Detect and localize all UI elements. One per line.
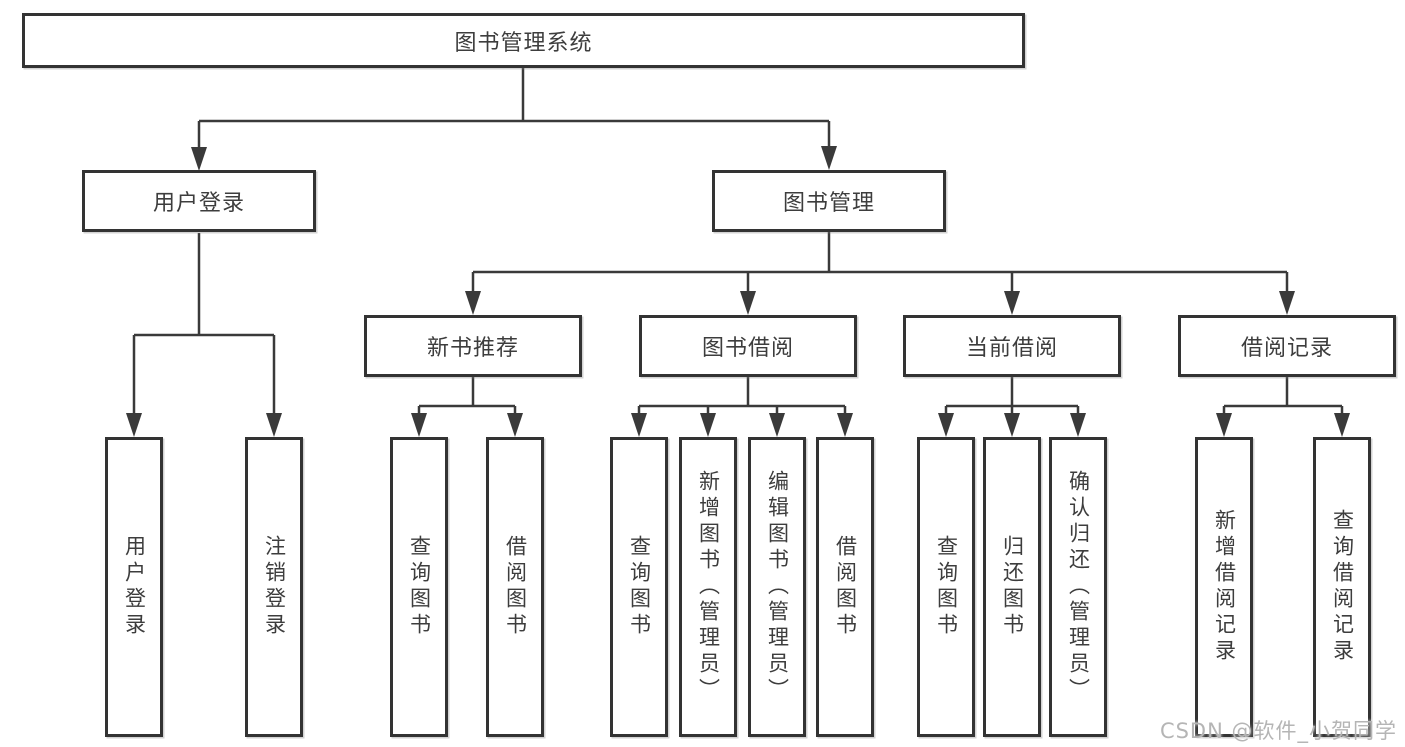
node-book-borrow: 图书借阅 (639, 315, 857, 377)
leaf-current-confirm-return-admin: 确认归还（管理员） (1049, 437, 1107, 737)
node-user-login: 用户登录 (82, 170, 316, 232)
leaf-records-add-record-label: 新增借阅记录 (1212, 509, 1237, 665)
node-root-label: 图书管理系统 (454, 30, 593, 56)
node-book-management: 图书管理 (712, 170, 946, 232)
leaf-borrow-add-books-admin: 新增图书（管理员） (679, 437, 737, 737)
leaf-current-query-books: 查询图书 (917, 437, 975, 737)
leaf-borrow-edit-books-admin: 编辑图书（管理员） (748, 437, 806, 737)
leaf-borrow-query-books-label: 查询图书 (627, 535, 652, 639)
leaf-borrow-query-books: 查询图书 (610, 437, 668, 737)
node-user-login-label: 用户登录 (152, 191, 245, 216)
leaf-user-login-label: 用户登录 (122, 535, 147, 639)
arrowheads (126, 146, 1350, 437)
leaf-current-query-books-label: 查询图书 (934, 535, 959, 639)
node-root: 图书管理系统 (22, 13, 1025, 68)
node-book-borrow-label: 图书借阅 (701, 336, 794, 361)
leaf-logout: 注销登录 (245, 437, 303, 737)
node-current-borrow-label: 当前借阅 (965, 336, 1058, 361)
leaf-current-return-books-label: 归还图书 (1000, 535, 1025, 639)
node-borrow-records-label: 借阅记录 (1240, 336, 1333, 361)
leaf-borrow-add-books-admin-label: 新增图书（管理员） (696, 470, 721, 704)
leaf-recommend-query-books: 查询图书 (390, 437, 448, 737)
leaf-records-query-record-label: 查询借阅记录 (1330, 509, 1355, 665)
node-new-book-recommend: 新书推荐 (364, 315, 582, 377)
leaf-records-query-record: 查询借阅记录 (1313, 437, 1371, 737)
node-borrow-records: 借阅记录 (1178, 315, 1396, 377)
leaf-records-add-record: 新增借阅记录 (1195, 437, 1253, 737)
leaf-borrow-borrow-books-label: 借阅图书 (833, 535, 858, 639)
leaf-borrow-edit-books-admin-label: 编辑图书（管理员） (765, 470, 790, 704)
leaf-recommend-borrow-books: 借阅图书 (486, 437, 544, 737)
leaf-logout-label: 注销登录 (262, 535, 287, 639)
leaf-user-login: 用户登录 (105, 437, 163, 737)
watermark: CSDN @软件_小贺同学 (1159, 719, 1397, 743)
node-current-borrow: 当前借阅 (903, 315, 1121, 377)
leaf-current-return-books: 归还图书 (983, 437, 1041, 737)
leaf-recommend-query-books-label: 查询图书 (407, 535, 432, 639)
leaf-recommend-borrow-books-label: 借阅图书 (503, 535, 528, 639)
leaf-borrow-borrow-books: 借阅图书 (816, 437, 874, 737)
node-book-management-label: 图书管理 (782, 191, 875, 216)
leaf-current-confirm-return-admin-label: 确认归还（管理员） (1066, 470, 1091, 704)
node-new-book-recommend-label: 新书推荐 (426, 336, 519, 361)
